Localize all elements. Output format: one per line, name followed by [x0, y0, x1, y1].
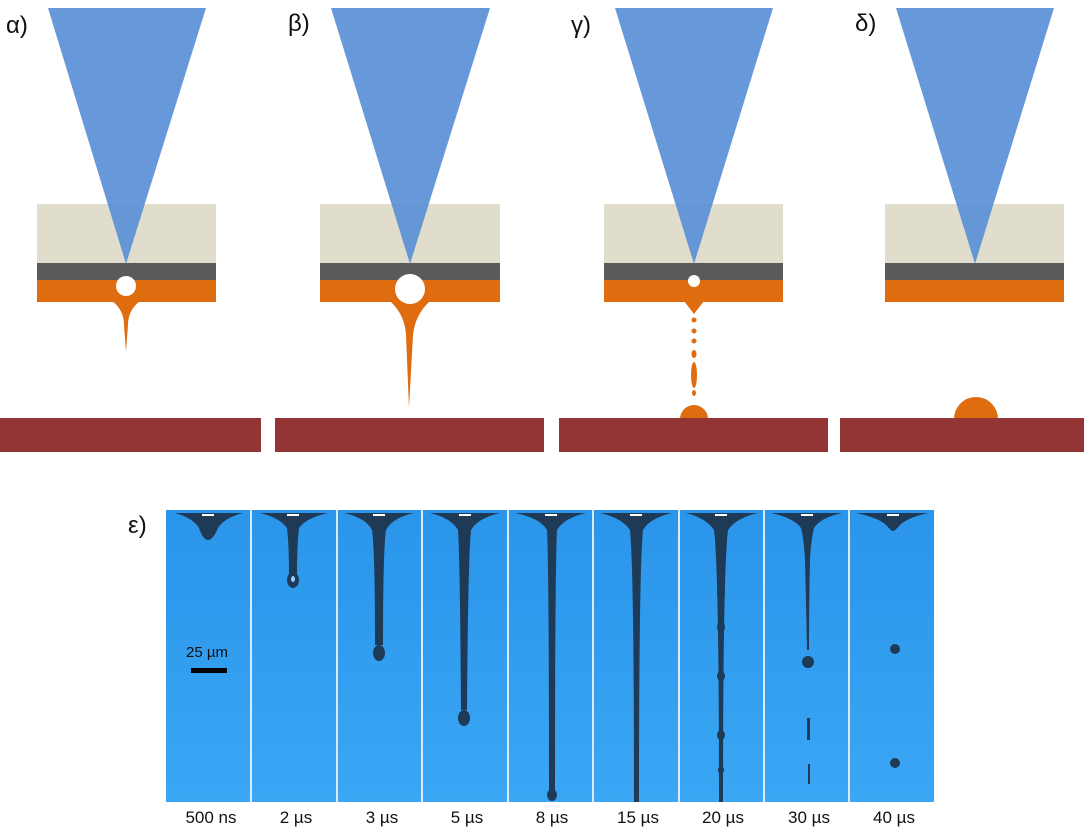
time-label: 8 µs — [535, 808, 569, 827]
cavitation-bubble — [395, 274, 425, 304]
ink-jet — [112, 301, 140, 352]
time-label: 40 µs — [873, 808, 915, 827]
time-label: 20 µs — [702, 808, 744, 827]
ink-jet — [390, 301, 430, 408]
jet-image-sequence — [166, 510, 934, 802]
time-label: 5 µs — [450, 808, 484, 827]
receiver-substrate — [559, 418, 828, 452]
time-label: 15 µs — [617, 808, 659, 827]
laser-beam — [331, 8, 490, 264]
frame-2us — [260, 513, 328, 588]
frame-5us — [430, 513, 500, 726]
deposited-droplet — [954, 397, 998, 419]
frame-40us — [856, 513, 928, 768]
ink-filament — [692, 390, 696, 396]
frame-20us — [686, 513, 758, 802]
panel-label-beta: β) — [288, 10, 310, 37]
panel-gamma — [559, 8, 828, 452]
frame-3us — [344, 513, 414, 661]
panel-label-gamma: γ) — [571, 12, 591, 39]
satellite-droplet — [691, 317, 697, 323]
absorbing-layer — [37, 263, 216, 281]
absorbing-layer — [320, 263, 500, 281]
laser-beam — [615, 8, 773, 264]
absorbing-layer — [885, 263, 1064, 281]
panel-alpha — [0, 8, 261, 452]
panel-label-epsilon: ε) — [128, 512, 147, 539]
deposited-droplet — [680, 405, 708, 419]
receiver-substrate — [275, 418, 544, 452]
scale-bar-label: 25 µm — [186, 644, 228, 661]
cavitation-bubble — [688, 275, 700, 287]
frame-15us — [600, 513, 672, 802]
time-label: 2 µs — [279, 808, 313, 827]
frame-30us — [771, 513, 842, 784]
panel-label-alpha: α) — [6, 12, 28, 39]
ink-filament — [691, 350, 697, 358]
absorbing-layer — [604, 263, 783, 281]
frame-500ns — [175, 513, 243, 540]
receiver-substrate — [0, 418, 261, 452]
donor-film — [885, 280, 1064, 302]
time-label: 30 µs — [788, 808, 830, 827]
satellite-droplet — [691, 328, 697, 334]
receiver-substrate — [840, 418, 1084, 452]
time-label: 500 ns — [185, 808, 237, 827]
panel-beta — [275, 8, 544, 452]
frame-8us — [515, 513, 586, 801]
scale-bar — [191, 668, 227, 673]
cavitation-bubble — [116, 276, 136, 296]
laser-beam — [896, 8, 1054, 264]
ink-filament — [691, 362, 697, 388]
frame-dividers — [250, 510, 850, 802]
panel-label-delta: δ) — [855, 10, 877, 37]
time-label: 3 µs — [365, 808, 399, 827]
satellite-droplet — [691, 338, 697, 344]
panel-delta — [840, 8, 1084, 452]
ink-neck — [684, 301, 704, 314]
laser-beam — [48, 8, 206, 264]
donor-film — [604, 280, 783, 302]
